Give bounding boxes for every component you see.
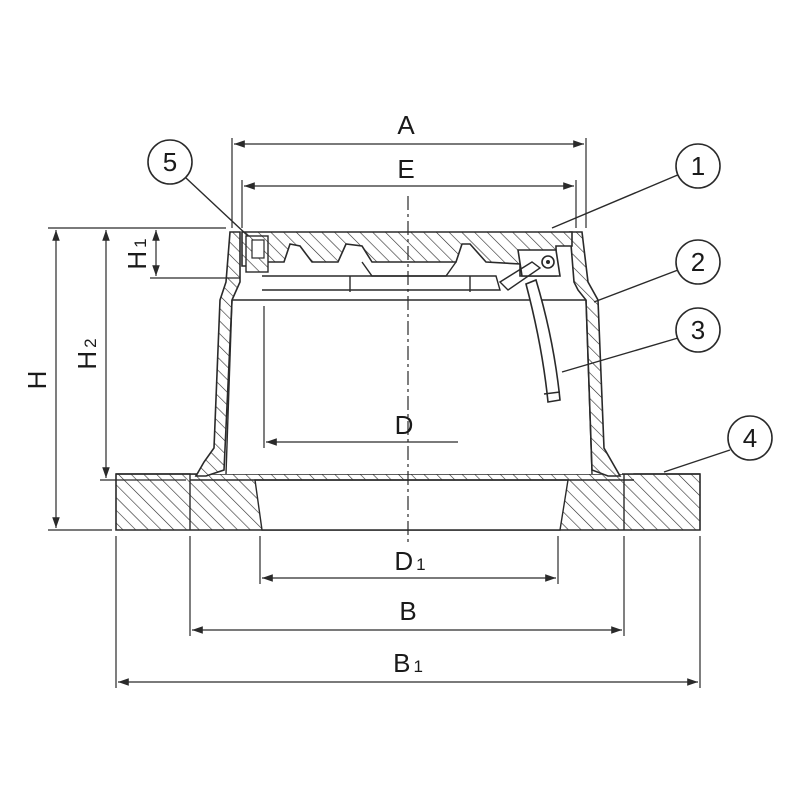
dim-label-E: E [397,154,414,184]
dim-label-A: A [397,110,415,140]
dimension-B: B [189,536,625,636]
dimension-H2: H2 [72,230,186,481]
callout-3: 3 [561,307,721,373]
callout-4: 4 [663,415,773,473]
callout-5: 5 [147,139,249,237]
dim-label-B: B [399,596,416,626]
cover [241,231,573,292]
frame-body [194,231,622,477]
callout-3-label: 3 [691,315,705,345]
callout-1-label: 1 [691,151,705,181]
dimension-E: E [241,154,577,228]
callout-4-label: 4 [743,423,757,453]
callout-1: 1 [551,143,721,229]
callout-2-label: 2 [691,247,705,277]
dim-label-D: D [395,410,414,440]
dim-label-H1: H1 [122,238,152,269]
lock-bar [525,278,561,403]
dim-label-H: H [22,371,52,390]
dim-label-H2: H2 [72,338,102,369]
dimension-H1: H1 [122,230,240,279]
dimension-H: H [22,227,226,531]
callout-2: 2 [593,239,721,303]
callout-5-label: 5 [163,147,177,177]
dimension-D: D [263,306,458,448]
